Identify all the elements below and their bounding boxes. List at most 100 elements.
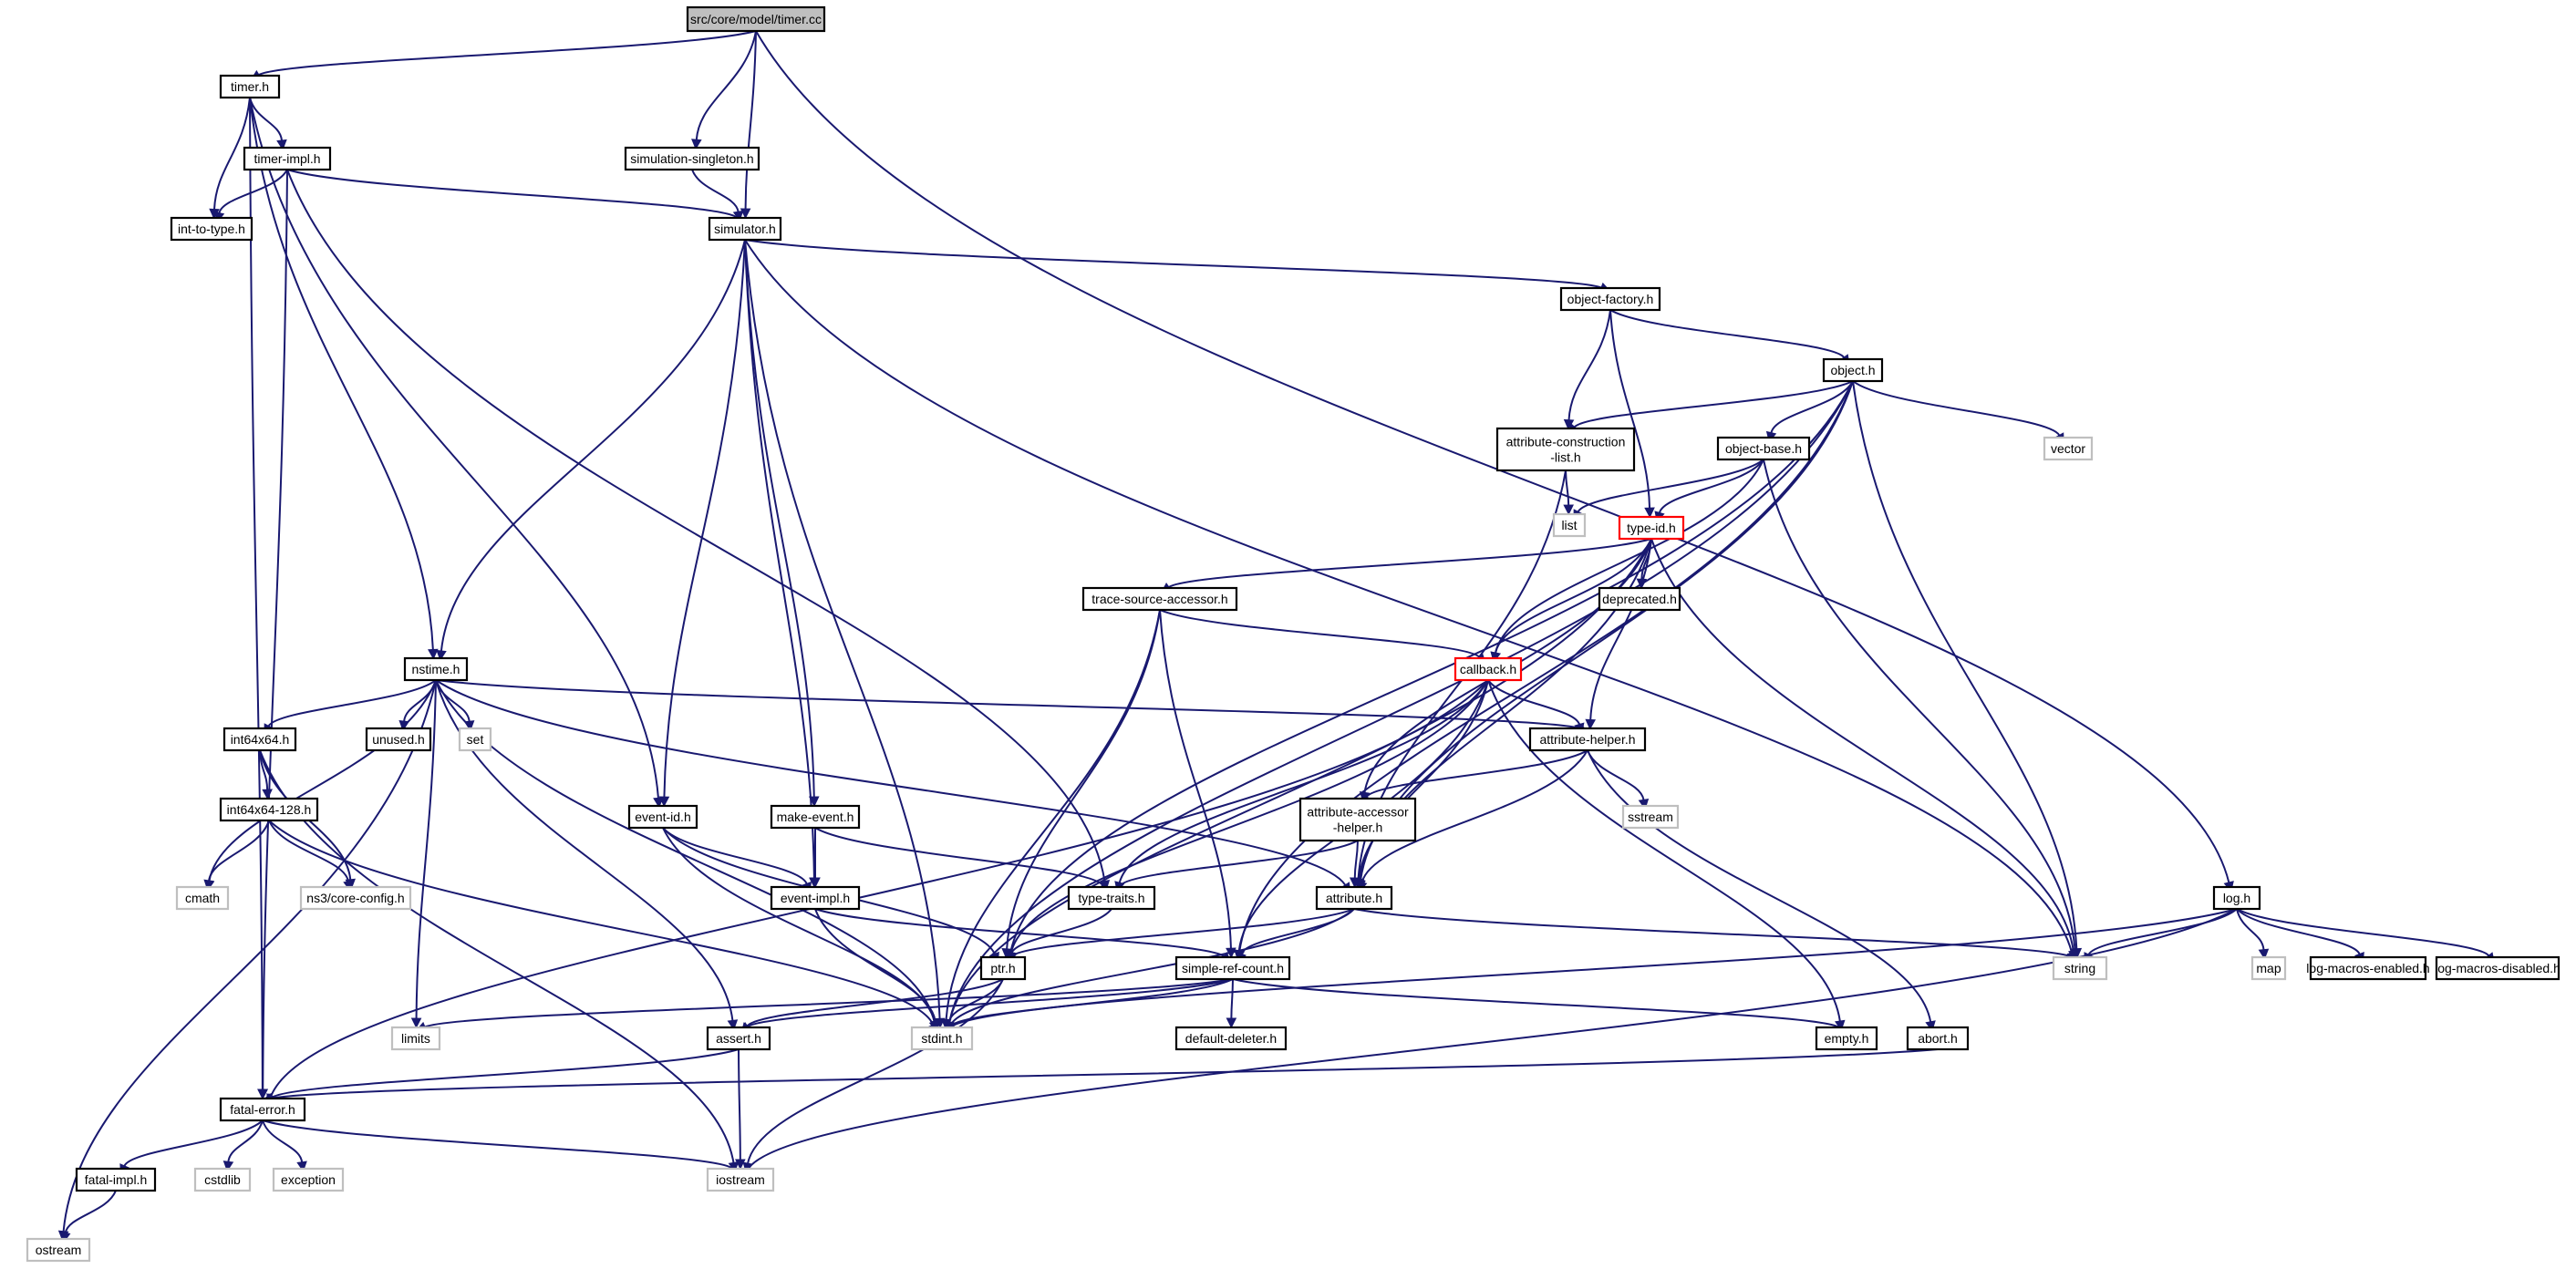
node-box <box>1552 512 1587 538</box>
node-trace-source-h[interactable]: trace-source-accessor.h <box>1081 586 1238 612</box>
node-object-h[interactable]: object.h <box>1822 357 1884 383</box>
edge-type-id-h-to-attribute-helper-h <box>1585 538 1652 730</box>
node-box <box>219 74 281 99</box>
node-box <box>26 1237 91 1263</box>
node-unused-h[interactable]: unused.h <box>365 727 432 752</box>
edge-simple-ref-h-to-default-deleter-h <box>1226 978 1237 1029</box>
node-label: make-event.h <box>777 810 854 824</box>
edge-fatal-error-h-to-iostream <box>262 1119 740 1174</box>
node-int-to-type-h[interactable]: int-to-type.h <box>170 216 253 242</box>
node-fatal-error-h[interactable]: fatal-error.h <box>219 1097 306 1122</box>
node-empty-h[interactable]: empty.h <box>1815 1026 1878 1051</box>
node-timer-cc[interactable]: src/core/model/timer.cc <box>686 5 826 33</box>
node-label: src/core/model/timer.cc <box>690 12 822 26</box>
node-deprecated-h[interactable]: deprecated.h <box>1598 586 1681 612</box>
edge-assert-h-to-fatal-error-h <box>263 1048 740 1104</box>
node-stdint-h[interactable]: stdint.h <box>910 1026 974 1051</box>
node-label: object-factory.h <box>1567 292 1654 306</box>
node-int64x64-128-h[interactable]: int64x64-128.h <box>219 797 319 822</box>
node-box <box>979 955 1027 981</box>
edge-timer-cc-to-timer-h <box>250 30 757 80</box>
node-simple-ref-h[interactable]: simple-ref-count.h <box>1174 955 1291 981</box>
node-ptr-h[interactable]: ptr.h <box>979 955 1027 981</box>
node-attr-accessor-h[interactable]: attribute-accessor-helper.h <box>1298 797 1417 842</box>
node-limits[interactable]: limits <box>390 1026 441 1051</box>
edge-fatal-error-h-to-cstdlib <box>222 1119 264 1172</box>
node-cmath[interactable]: cmath <box>175 885 230 911</box>
node-ostream[interactable]: ostream <box>26 1237 91 1263</box>
node-label: timer.h <box>231 79 269 94</box>
node-abort-h[interactable]: abort.h <box>1906 1026 1970 1051</box>
node-list[interactable]: list <box>1552 512 1587 538</box>
node-label: vector <box>2051 441 2085 456</box>
edge-timer-h-to-timer-impl-h <box>249 97 287 151</box>
node-attribute-helper-h[interactable]: attribute-helper.h <box>1528 727 1647 752</box>
edge-int64x64-128-h-to-cmath <box>203 820 270 891</box>
node-make-event-h[interactable]: make-event.h <box>770 804 861 830</box>
node-label: log-macros-disabled.h <box>2435 961 2560 975</box>
node-box <box>75 1167 157 1192</box>
node-label: simulator.h <box>714 222 776 236</box>
edge-nstime-h-to-stdint-h <box>435 679 940 1033</box>
node-fatal-impl-h[interactable]: fatal-impl.h <box>75 1167 157 1192</box>
node-type-traits-h[interactable]: type-traits.h <box>1067 885 1156 911</box>
node-default-deleter-h[interactable]: default-deleter.h <box>1174 1026 1288 1051</box>
node-int64x64-h[interactable]: int64x64.h <box>222 727 297 752</box>
node-label: int64x64.h <box>231 732 290 747</box>
node-box <box>706 1167 775 1192</box>
node-map[interactable]: map <box>2250 955 2287 981</box>
node-box <box>686 5 826 33</box>
node-box <box>2309 955 2427 981</box>
edge-attr-construction-h-to-list <box>1563 469 1574 516</box>
node-label: object-base.h <box>1725 441 1802 456</box>
node-label: log.h <box>2223 891 2250 905</box>
node-object-factory-h[interactable]: object-factory.h <box>1559 286 1661 312</box>
node-object-base-h[interactable]: object-base.h <box>1716 436 1811 461</box>
edge-assert-h-to-iostream <box>735 1048 746 1171</box>
node-label: attribute.h <box>1326 891 1382 905</box>
node-box <box>222 727 297 752</box>
node-log-enabled-h[interactable]: log-macros-enabled.h <box>2306 955 2430 981</box>
node-nstime-h[interactable]: nstime.h <box>403 656 469 682</box>
node-string[interactable]: string <box>2052 955 2108 981</box>
node-core-config-h[interactable]: ns3/core-config.h <box>299 885 412 911</box>
edge-fatal-error-h-to-exception <box>262 1119 307 1172</box>
node-box <box>624 146 760 171</box>
node-log-disabled-h[interactable]: log-macros-disabled.h <box>2435 955 2560 981</box>
node-sstream[interactable]: sstream <box>1621 804 1680 830</box>
node-type-id-h[interactable]: type-id.h <box>1618 515 1685 541</box>
node-iostream[interactable]: iostream <box>706 1167 775 1192</box>
node-label: type-id.h <box>1627 521 1676 535</box>
node-vector[interactable]: vector <box>2043 436 2094 461</box>
node-timer-impl-h[interactable]: timer-impl.h <box>243 146 332 171</box>
edge-simulator-h-to-object-factory-h <box>744 239 1611 293</box>
node-box <box>458 727 492 752</box>
node-assert-h[interactable]: assert.h <box>706 1026 771 1051</box>
node-attribute-h[interactable]: attribute.h <box>1315 885 1393 911</box>
edge-timer-impl-h-to-simulator-h <box>286 169 744 223</box>
node-simulation-singleton-h[interactable]: simulation-singleton.h <box>624 146 760 171</box>
node-cstdlib[interactable]: cstdlib <box>193 1167 252 1192</box>
node-box <box>1067 885 1156 911</box>
node-exception[interactable]: exception <box>272 1167 345 1192</box>
edge-object-factory-h-to-attr-construction-h <box>1563 309 1611 430</box>
node-timer-h[interactable]: timer.h <box>219 74 281 99</box>
node-callback-h[interactable]: callback.h <box>1454 656 1523 682</box>
edge-log-h-to-log-disabled-h <box>2236 908 2495 964</box>
node-label: list <box>1561 518 1577 532</box>
node-label: limits <box>401 1031 430 1046</box>
node-simulator-h[interactable]: simulator.h <box>708 216 782 242</box>
node-event-impl-h[interactable]: event-impl.h <box>770 885 861 911</box>
node-label: -list.h <box>1550 450 1580 465</box>
edge-type-id-h-to-stdint-h <box>944 538 1652 1033</box>
node-box <box>1315 885 1393 911</box>
node-box <box>243 146 332 171</box>
node-label: ptr.h <box>990 961 1015 975</box>
node-attr-construction-h[interactable]: attribute-construction-list.h <box>1495 427 1636 472</box>
node-box <box>2043 436 2094 461</box>
node-set[interactable]: set <box>458 727 492 752</box>
node-log-h[interactable]: log.h <box>2212 885 2261 911</box>
node-label: string <box>2064 961 2095 975</box>
node-event-id-h[interactable]: event-id.h <box>627 804 698 830</box>
